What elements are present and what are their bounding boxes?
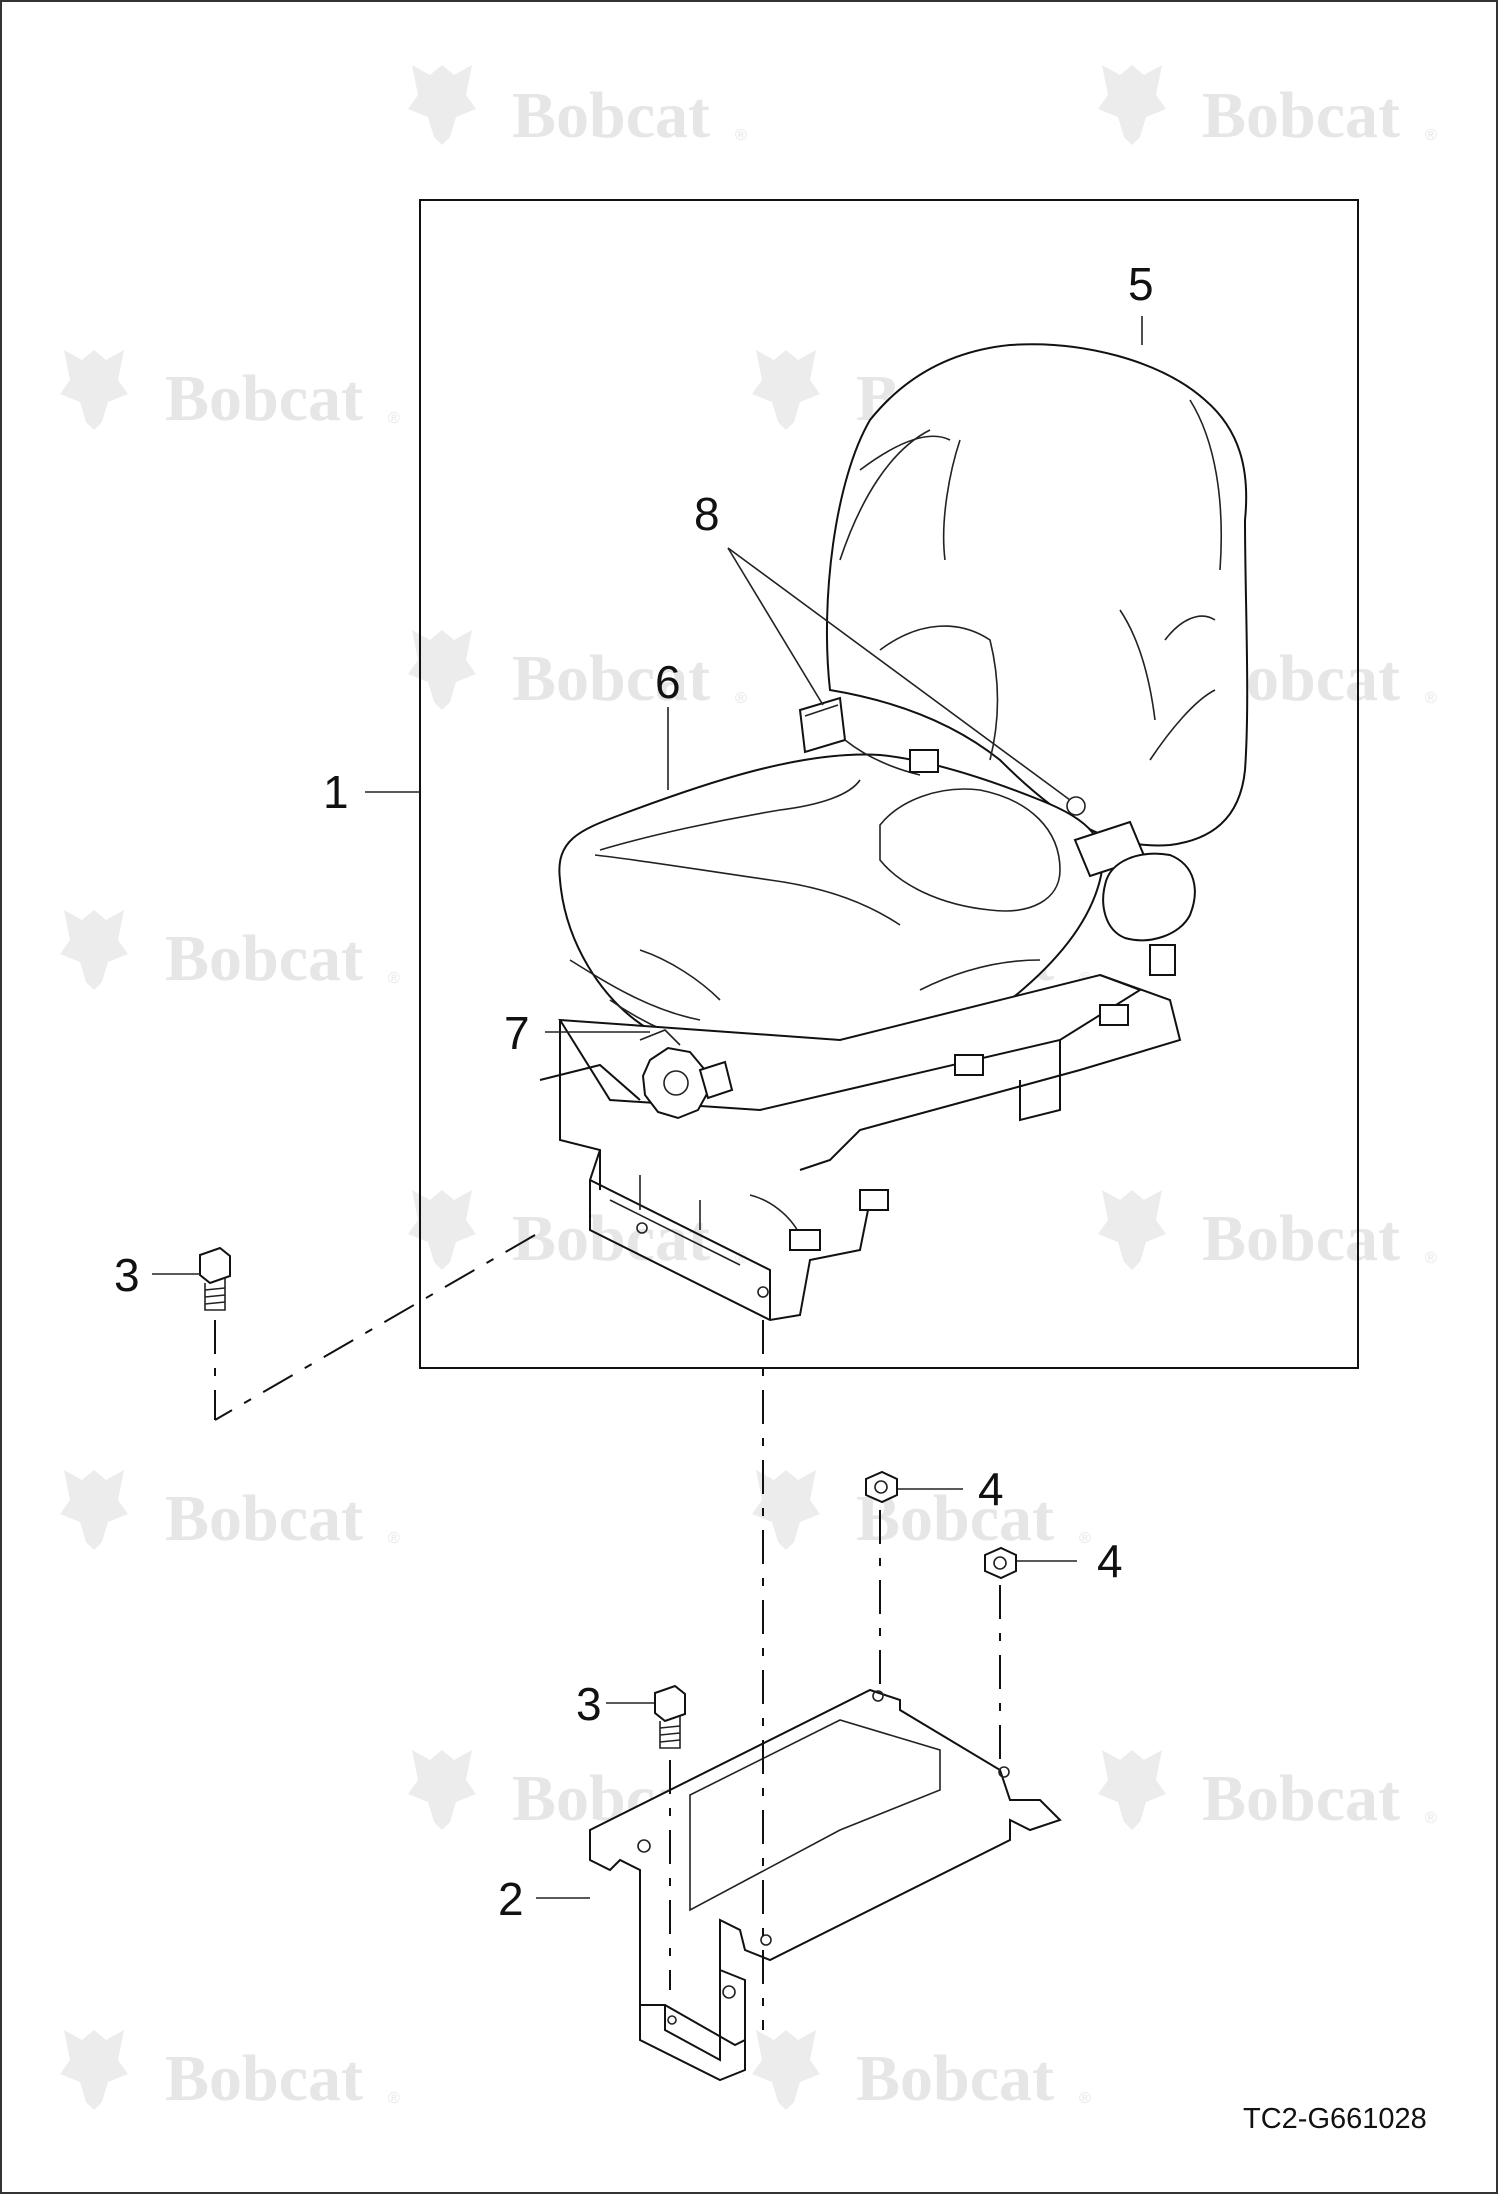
watermark-text: Bobcat xyxy=(165,1482,363,1555)
watermark-registered: ® xyxy=(735,690,747,707)
watermark-registered: ® xyxy=(388,970,400,987)
watermark-text: Bobcat xyxy=(1202,1762,1400,1835)
callout-8: 8 xyxy=(694,488,720,540)
watermark xyxy=(60,2030,128,2110)
seat-adjust-knob xyxy=(639,1029,734,1120)
watermark-registered: ® xyxy=(1425,690,1437,707)
nut-right xyxy=(984,1546,1017,1580)
seat-belt-buckle-left xyxy=(798,696,939,776)
nut-left xyxy=(865,1470,898,1504)
watermark xyxy=(408,1190,476,1270)
watermark-text: Bobcat xyxy=(1202,1202,1400,1275)
drawing-id: TC2-G661028 xyxy=(1243,2103,1427,2135)
watermark-registered: ® xyxy=(1425,127,1437,144)
callout-6: 6 xyxy=(655,656,681,708)
bolt-lower xyxy=(654,1684,686,1749)
watermark-text: Bobcat xyxy=(165,2042,363,2115)
callout-3-upper: 3 xyxy=(114,1249,140,1301)
seat-assembly-frame xyxy=(419,199,1359,1369)
watermark-registered: ® xyxy=(1425,1810,1437,1827)
watermark xyxy=(1098,1750,1166,1830)
watermark-text: Bobcat xyxy=(512,642,710,715)
callout-2: 2 xyxy=(498,1873,524,1925)
watermark-text: Bobcat xyxy=(512,1202,710,1275)
seat-cushion xyxy=(558,753,1104,1077)
centre-lines xyxy=(214,1234,1001,2030)
callout-1: 1 xyxy=(323,766,349,818)
watermark-registered: ® xyxy=(1425,1250,1437,1267)
watermark-text: Bobcat xyxy=(1202,79,1400,152)
watermark xyxy=(408,65,476,145)
callout-4-right: 4 xyxy=(1097,1535,1123,1587)
bolt-upper xyxy=(199,1246,231,1311)
watermark xyxy=(1098,65,1166,145)
watermark xyxy=(408,1750,476,1830)
watermark-registered: ® xyxy=(388,1530,400,1547)
watermark-text: Bobcat xyxy=(165,922,363,995)
leader-lines xyxy=(152,316,1143,1899)
watermark xyxy=(408,630,476,710)
callout-4-left: 4 xyxy=(978,1463,1004,1515)
watermark-text: Bobcat xyxy=(165,362,363,435)
callouts: 1 2 3 3 4 4 5 6 7 8 xyxy=(114,258,1154,1925)
watermark-registered: ® xyxy=(1079,2090,1091,2107)
watermark xyxy=(60,350,128,430)
watermark xyxy=(1098,1190,1166,1270)
mount-plate xyxy=(589,1688,1062,2082)
watermark-registered: ® xyxy=(1079,1530,1091,1547)
watermark-registered: ® xyxy=(388,410,400,427)
watermark xyxy=(752,2030,820,2110)
callout-5: 5 xyxy=(1128,258,1154,310)
seat-belt-buckle-right xyxy=(1066,796,1196,976)
callout-7: 7 xyxy=(504,1007,530,1059)
watermark-text: Bobcat xyxy=(856,2042,1054,2115)
seat-assembly xyxy=(539,343,1249,1322)
watermark xyxy=(752,350,820,430)
watermark-text: Bobcat xyxy=(512,79,710,152)
watermark-registered: ® xyxy=(388,2090,400,2107)
callout-3-lower: 3 xyxy=(576,1678,602,1730)
watermark xyxy=(60,1470,128,1550)
watermark xyxy=(60,910,128,990)
watermark-registered: ® xyxy=(735,127,747,144)
